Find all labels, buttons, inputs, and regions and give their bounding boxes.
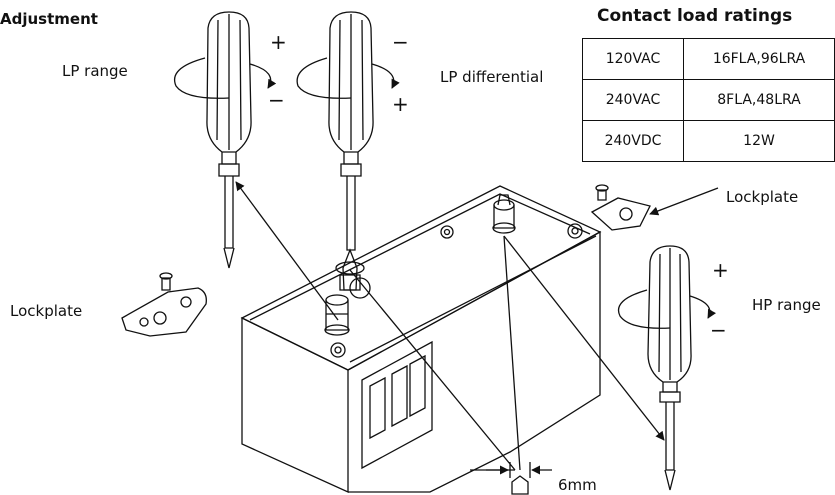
hp-range-minus-symbol: − bbox=[710, 318, 727, 342]
rotation-arc-lp-differential bbox=[296, 57, 352, 99]
lp-differential-plus-symbol: + bbox=[392, 92, 409, 116]
contact-load-ratings-title: Contact load ratings bbox=[597, 6, 793, 26]
lockplate-left-label: Lockplate bbox=[10, 302, 83, 320]
screwdriver-lp-range bbox=[206, 11, 252, 269]
lp-range-minus-symbol: − bbox=[268, 88, 285, 112]
lp-range-plus-symbol: + bbox=[270, 30, 287, 54]
lockplate-right-part bbox=[590, 184, 651, 231]
lp-range-label: LP range bbox=[62, 62, 128, 80]
rating-cell: 8FLA,48LRA bbox=[683, 79, 835, 121]
lp-range-spindle bbox=[324, 294, 350, 336]
table-row: 120VAC 16FLA,96LRA bbox=[582, 38, 835, 80]
rotation-arc-hp-range bbox=[618, 289, 671, 329]
adjustment-title: Adjustment bbox=[0, 10, 98, 28]
screwdriver-hp-range bbox=[647, 245, 692, 491]
table-row: 240VAC 8FLA,48LRA bbox=[582, 79, 835, 121]
lockplate-right-label: Lockplate bbox=[726, 188, 799, 206]
voltage-cell: 120VAC bbox=[582, 38, 684, 80]
hp-range-spindle bbox=[492, 194, 516, 234]
voltage-cell: 240VDC bbox=[582, 120, 684, 162]
hp-range-label: HP range bbox=[752, 296, 821, 314]
rating-cell: 12W bbox=[683, 120, 835, 162]
hex-size-label: 6mm bbox=[558, 476, 597, 494]
switch-housing bbox=[240, 185, 602, 494]
rotation-arc-lp-range bbox=[174, 57, 230, 99]
lp-differential-label: LP differential bbox=[440, 68, 544, 86]
contact-load-ratings-table: 120VAC 16FLA,96LRA 240VAC 8FLA,48LRA 240… bbox=[582, 38, 835, 162]
screwdriver-lp-differential bbox=[328, 11, 374, 251]
lockplate-left-part bbox=[121, 272, 207, 337]
lp-differential-minus-symbol: − bbox=[392, 30, 409, 54]
table-row: 240VDC 12W bbox=[582, 120, 835, 162]
hp-range-plus-symbol: + bbox=[712, 258, 729, 282]
rating-cell: 16FLA,96LRA bbox=[683, 38, 835, 80]
voltage-cell: 240VAC bbox=[582, 79, 684, 121]
hex-key-size-marker bbox=[486, 462, 552, 495]
